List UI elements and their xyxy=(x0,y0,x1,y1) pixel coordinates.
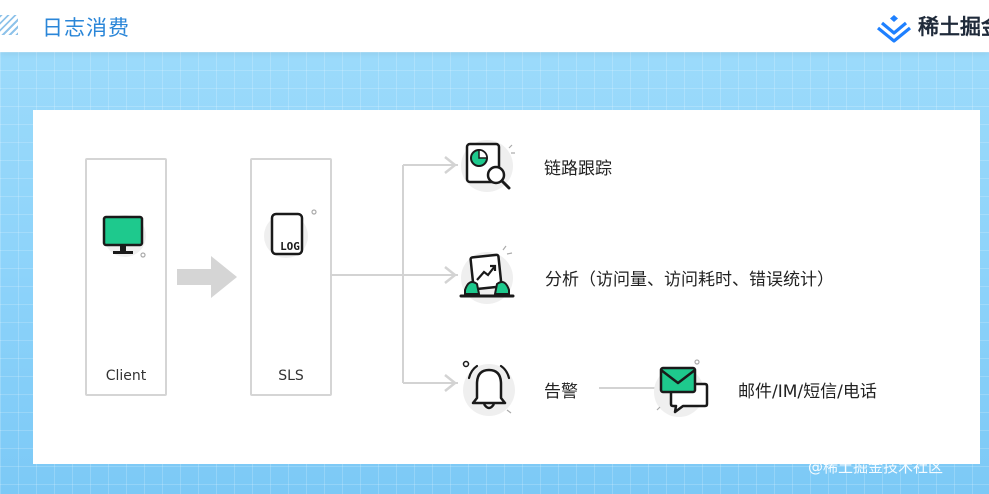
notify-label: 邮件/IM/短信/电话 xyxy=(738,382,877,402)
brand-logo: 稀土掘金 xyxy=(876,11,989,43)
report-search-icon xyxy=(461,140,515,192)
message-envelope-icon xyxy=(654,359,709,417)
bell-icon xyxy=(462,360,515,416)
sls-node xyxy=(250,158,332,396)
page-title: 日志消费 xyxy=(42,16,130,40)
monitor-icon xyxy=(102,215,146,258)
analysis-chart-icon xyxy=(459,245,515,304)
hatch-decoration xyxy=(0,15,18,35)
watermark: @稀土掘金技术社区 xyxy=(808,458,944,476)
client-label: Client xyxy=(105,368,147,384)
juejin-logo-icon xyxy=(876,15,912,43)
log-badge: LOG xyxy=(280,240,300,253)
arrow-client-to-sls xyxy=(177,256,237,298)
sls-label: SLS xyxy=(278,368,304,384)
log-file-icon xyxy=(264,209,317,258)
arrowheads xyxy=(444,156,457,392)
brand-name: 稀土掘金 xyxy=(918,15,989,39)
client-node xyxy=(85,158,167,396)
diagram-panel: Client LOG SLS 链路跟踪 xyxy=(33,110,980,464)
analysis-label: 分析（访问量、访问耗时、错误统计） xyxy=(545,270,834,290)
alert-label: 告警 xyxy=(544,382,578,402)
tracing-label: 链路跟踪 xyxy=(544,159,612,179)
branch-connectors xyxy=(330,164,458,384)
header-bar: 日志消费 稀土掘金 xyxy=(0,0,989,52)
